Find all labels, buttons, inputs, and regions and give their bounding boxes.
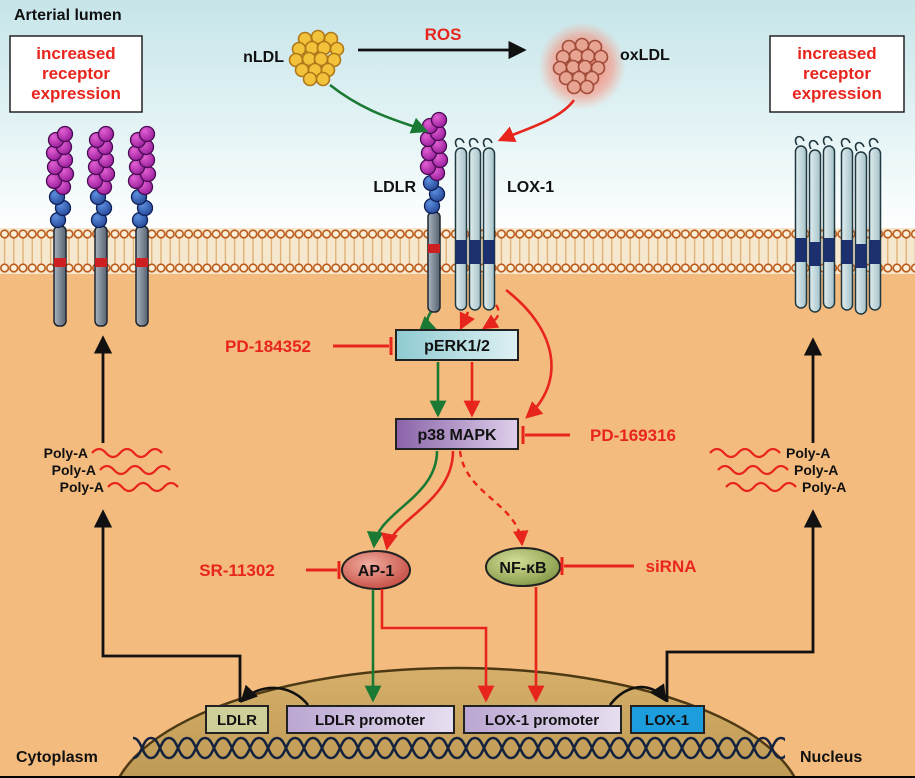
inhibitor-sirna: siRNA: [560, 557, 697, 576]
inhibitor-pd169316: PD-169316: [521, 426, 676, 445]
region-label-nucleus: Nucleus: [800, 749, 862, 766]
arrow-p38-to-nfkb-dashed: [458, 450, 529, 547]
dna-helix: [133, 733, 785, 763]
ros-label: ROS: [425, 25, 462, 44]
arrow-promoter-to-ldlr-gene: [240, 684, 310, 706]
ldlr-label: LDLR: [373, 179, 416, 196]
arrow-p38-to-ap1-green: [366, 450, 439, 549]
arrow-nldl-to-ldlr: [329, 83, 429, 134]
callout-increased-expression-left: increased receptor expression: [9, 35, 143, 113]
nfkb-label: NF-κB: [499, 560, 546, 577]
ap1-label: AP-1: [358, 563, 395, 580]
arrow-lox1-to-perk: [459, 311, 475, 331]
polya-label: Poly-A: [786, 445, 830, 461]
lox1-label: LOX-1: [507, 179, 554, 196]
nfkb-node: NF-κB: [485, 547, 561, 587]
polya-label: Poly-A: [60, 479, 104, 495]
region-label-cytoplasm: Cytoplasm: [16, 749, 98, 766]
lox1-promoter: LOX-1 promoter: [463, 705, 622, 734]
arrow-promoter-to-lox1-gene: [608, 683, 667, 706]
lox1-promoter-label: LOX-1 promoter: [485, 712, 599, 729]
pd184352-label: PD-184352: [225, 337, 311, 356]
gene-ldlr: LDLR: [205, 705, 269, 734]
perk-label: pERK1/2: [424, 338, 490, 355]
callout-line: expression: [31, 84, 121, 103]
polya-label: Poly-A: [52, 462, 96, 478]
region-label-arterial-lumen: Arterial lumen: [14, 7, 122, 24]
arrow-lox1-gene-to-mrna: [665, 509, 823, 702]
gene-lox1-label: LOX-1: [645, 712, 689, 729]
callout-line: expression: [792, 84, 882, 103]
inhibitor-sr11302: SR-11302: [199, 561, 341, 580]
inhibitor-pd184352: PD-184352: [225, 337, 393, 356]
p38-label: p38 MAPK: [417, 427, 497, 444]
pd169316-label: PD-169316: [590, 426, 676, 445]
ap1-node: AP-1: [341, 550, 411, 590]
polya-mrna-right: Poly-A Poly-A Poly-A: [708, 445, 846, 495]
oxldl-label: oxLDL: [620, 47, 670, 64]
polya-label: Poly-A: [44, 445, 88, 461]
sr11302-label: SR-11302: [199, 561, 275, 580]
arrow-ldlr-to-perk: [418, 311, 438, 332]
arrow-lox1-to-perk-dashed: [482, 304, 500, 330]
polya-mrna-left: Poly-A Poly-A Poly-A: [44, 445, 180, 495]
arrow-lox1-to-p38: [505, 288, 553, 419]
arrow-p38-to-ap1-red: [381, 450, 455, 551]
ldlr-promoter: LDLR promoter: [286, 705, 455, 734]
nldl-label: nLDL: [243, 49, 284, 66]
perk-node: pERK1/2: [395, 329, 519, 361]
callout-line: receptor: [803, 64, 871, 83]
arrow-ldlr-gene-to-mrna: [93, 509, 242, 702]
lox1-receptor-center: [454, 137, 496, 311]
callout-line: receptor: [42, 64, 110, 83]
callout-line: increased: [36, 44, 115, 63]
arrow-ap1-to-lox1-promoter: [380, 589, 495, 703]
callout-increased-expression-right: increased receptor expression: [769, 35, 905, 113]
polya-label: Poly-A: [794, 462, 838, 478]
p38-node: p38 MAPK: [395, 418, 519, 450]
arrow-oxldl-to-lox1: [497, 99, 576, 143]
callout-line: increased: [797, 44, 876, 63]
ldlr-promoter-label: LDLR promoter: [315, 712, 425, 729]
gene-lox1: LOX-1: [630, 705, 705, 734]
oxldl-particle: [538, 22, 626, 110]
gene-ldlr-label: LDLR: [217, 712, 257, 729]
polya-label: Poly-A: [802, 479, 846, 495]
sirna-label: siRNA: [645, 557, 696, 576]
